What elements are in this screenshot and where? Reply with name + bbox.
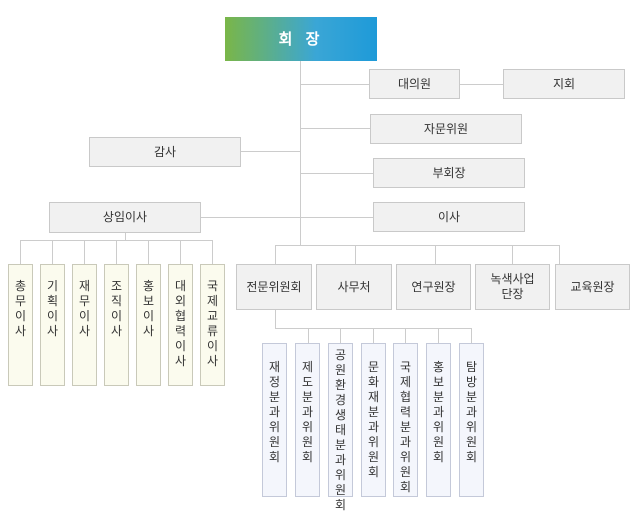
- standing-director-box: 상임이사: [49, 202, 201, 233]
- committee-item: 재정분과위원회: [262, 343, 287, 497]
- committee-item: 국제협력분과위원회: [393, 343, 418, 497]
- standing-director-item: 국제교류이사: [200, 264, 225, 386]
- standing-director-item: 대외협력이사: [168, 264, 193, 386]
- delegates-box: 대의원: [369, 69, 460, 99]
- director-box: 이사: [373, 202, 525, 232]
- committee-item: 공원환경생태분과위원회: [328, 343, 353, 512]
- committee-item: 홍보분과위원회: [426, 343, 451, 497]
- auditor-box: 감사: [89, 137, 241, 167]
- advisory-box: 자문위원: [370, 114, 522, 144]
- department-box: 녹색사업단장: [475, 264, 550, 310]
- department-box: 전문위원회: [236, 264, 312, 310]
- department-box: 교육원장: [555, 264, 630, 310]
- department-box: 연구원장: [396, 264, 471, 310]
- vice-president-box: 부회장: [373, 158, 525, 188]
- chairman-box: 회 장: [225, 17, 377, 61]
- standing-director-item: 조직이사: [104, 264, 129, 386]
- standing-director-item: 총무이사: [8, 264, 33, 386]
- committee-item: 문화재분과위원회: [361, 343, 386, 497]
- standing-director-item: 홍보이사: [136, 264, 161, 386]
- standing-director-item: 재무이사: [72, 264, 97, 386]
- department-box: 사무처: [316, 264, 392, 310]
- committee-item: 탐방분과위원회: [459, 343, 484, 497]
- branch-box: 지회: [503, 69, 625, 99]
- standing-director-item: 기획이사: [40, 264, 65, 386]
- committee-item: 제도분과위원회: [295, 343, 320, 497]
